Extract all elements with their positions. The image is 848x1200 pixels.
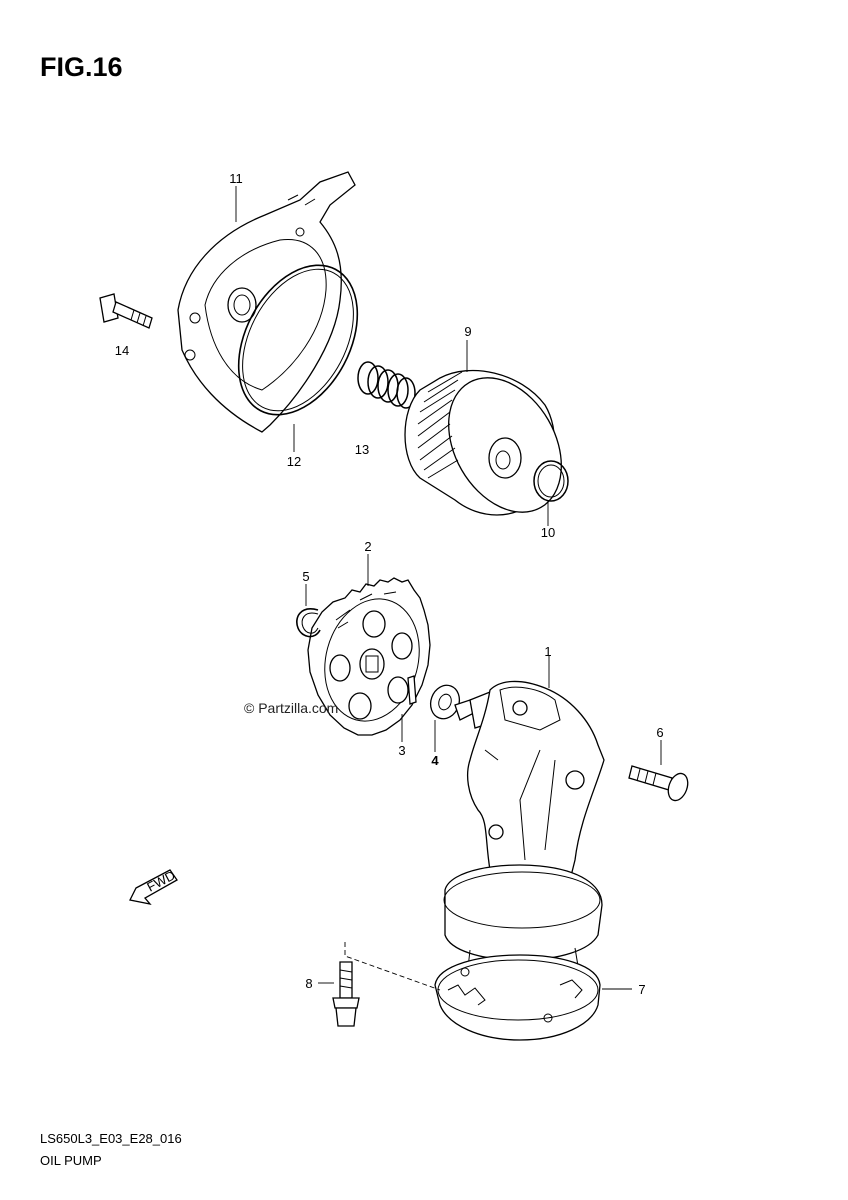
callout-5: 5 <box>302 569 309 584</box>
oil-filter-part[interactable] <box>404 358 584 533</box>
callout-3: 3 <box>398 743 405 758</box>
callout-8: 8 <box>305 976 312 991</box>
callout-10: 10 <box>541 525 555 540</box>
callout-6: 6 <box>656 725 663 740</box>
spring-part[interactable] <box>357 361 416 409</box>
o-ring-small-part[interactable] <box>533 460 569 502</box>
callout-2: 2 <box>364 539 371 554</box>
circlip-part[interactable] <box>296 608 321 638</box>
oil-pump-body-part[interactable] <box>434 680 605 1041</box>
callout-13: 13 <box>355 442 369 457</box>
screw-6-part[interactable] <box>628 765 691 803</box>
bolt-14-part[interactable] <box>99 293 153 329</box>
bolt-8-part[interactable] <box>332 961 360 1027</box>
pin-part[interactable] <box>407 675 417 705</box>
figure-title: FIG.16 <box>40 52 123 82</box>
o-ring-large-part[interactable] <box>215 245 382 435</box>
callout-11: 11 <box>229 171 243 186</box>
diagram-code: LS650L3_E03_E28_016 <box>40 1131 182 1146</box>
callout-1: 1 <box>544 644 551 659</box>
callout-12: 12 <box>287 454 301 469</box>
watermark: © Partzilla.com <box>244 700 339 716</box>
forward-direction-arrow: FWD <box>129 868 178 905</box>
filter-cover-part[interactable] <box>177 171 356 433</box>
fwd-label: FWD <box>144 868 177 895</box>
leader-lines <box>235 186 662 991</box>
diagram-name: OIL PUMP <box>40 1153 102 1168</box>
pump-drive-gear-part[interactable] <box>307 577 432 736</box>
callout-14: 14 <box>115 343 129 358</box>
callout-9: 9 <box>464 324 471 339</box>
callout-7: 7 <box>638 982 645 997</box>
callout-4: 4 <box>431 753 439 768</box>
